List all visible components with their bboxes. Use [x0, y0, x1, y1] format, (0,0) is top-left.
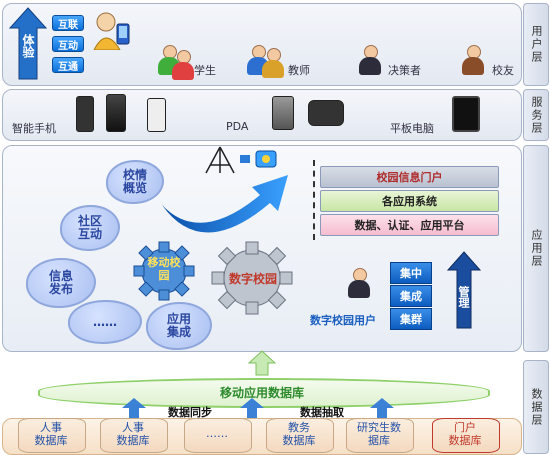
- manage-label: 管理: [457, 286, 470, 308]
- device-tablet-label: 平板电脑: [390, 122, 434, 135]
- cloud-app-integration-label: 应用集成: [166, 312, 191, 339]
- signal-tower-icon: [205, 146, 277, 174]
- cloud-info-publish: 信息发布: [26, 258, 96, 308]
- side-label-application: 应用层: [523, 145, 549, 352]
- database-ellipsis: ……: [184, 418, 252, 453]
- database-academic: 教务数据库: [266, 418, 334, 453]
- stack-data-platform: 数据、认证、应用平台: [320, 214, 499, 236]
- digital-campus-user-icon: [346, 268, 372, 298]
- mobile-app-database-label: 移动应用数据库: [219, 386, 304, 400]
- growth-arrow-icon: [162, 175, 288, 233]
- device-smartphone-label: 智能手机: [12, 122, 56, 135]
- intercommunicate-badge: 互通: [52, 57, 84, 73]
- student-icon-2: [170, 50, 196, 80]
- db-label-3a: ……: [206, 427, 228, 440]
- experience-arrow-icon: [8, 7, 48, 80]
- db-label-1a: 人事: [40, 421, 62, 434]
- pda-icon-2: [308, 100, 344, 126]
- decision-maker-icon: [357, 45, 383, 75]
- digital-campus-gear-label: 数字校园: [228, 272, 277, 286]
- divider-dashed: [313, 160, 315, 240]
- side-label-service: 服务层: [523, 89, 549, 141]
- db-label-6b: 数据库: [448, 434, 482, 447]
- database-hr-2: 人事数据库: [100, 418, 168, 453]
- pda-icon: [272, 96, 294, 130]
- side-label-user: 用户层: [523, 3, 549, 86]
- cloud-community-interaction: 社区互动: [60, 205, 120, 251]
- manage-arrow-icon: [446, 251, 482, 329]
- badge-cluster: 集群: [390, 308, 432, 330]
- database-portal: 门户数据库: [432, 418, 500, 453]
- interconnect-badge: 互联: [52, 15, 84, 31]
- side-label-data: 数据层: [523, 360, 549, 454]
- device-pda-label: PDA: [226, 120, 249, 133]
- role-teacher: 教师: [288, 64, 310, 77]
- cloud-campus-overview-label: 校情概览: [122, 168, 147, 195]
- db-label-1b: 数据库: [34, 434, 68, 447]
- db-label-4b: 数据库: [282, 434, 316, 447]
- teacher-icon-2: [260, 48, 286, 78]
- role-student: 学生: [194, 64, 216, 77]
- interact-badge: 互动: [52, 36, 84, 52]
- db-label-6a: 门户: [454, 421, 476, 434]
- digital-campus-gear-icon: [211, 241, 293, 315]
- mobile-campus-gear-icon: [133, 241, 195, 301]
- database-hr-1: 人事数据库: [18, 418, 86, 453]
- db-label-4a: 教务: [288, 421, 310, 434]
- database-graduate: 研究生数据库: [346, 418, 414, 453]
- cloud-community-interaction-label: 社区互动: [77, 214, 102, 241]
- sync-arrows-icon: [122, 398, 394, 420]
- cloud-app-integration: 应用集成: [146, 302, 212, 350]
- db-label-2a: 人事: [122, 421, 144, 434]
- data-sync-label: 数据同步: [168, 406, 212, 419]
- up-arrow-green-icon: [248, 350, 276, 376]
- cloud-info-publish-label: 信息发布: [48, 269, 73, 296]
- badge-concentrate: 集中: [390, 262, 432, 284]
- badge-integrate: 集成: [390, 285, 432, 307]
- data-extract-label: 数据抽取: [300, 406, 344, 419]
- mobile-campus-gear-label: 移动校园: [147, 256, 181, 282]
- smartphone-icon-2: [106, 94, 126, 132]
- db-label-5b: 据库: [368, 434, 390, 447]
- experience-label: 体验: [21, 34, 35, 58]
- stack-app-systems: 各应用系统: [320, 190, 499, 212]
- smartphone-icon: [76, 96, 94, 132]
- cloud-ellipsis: ……: [68, 300, 142, 344]
- mobile-app-database: [38, 378, 490, 408]
- digital-campus-user-label: 数字校园用户: [310, 314, 376, 327]
- alumni-icon: [460, 45, 486, 75]
- role-decision-maker: 决策者: [388, 64, 421, 77]
- role-alumni: 校友: [492, 64, 514, 77]
- db-label-5a: 研究生数: [357, 421, 401, 434]
- cloud-ellipsis-label: ……: [93, 314, 117, 329]
- tablet-icon: [452, 96, 480, 132]
- phone-user-icon: [93, 12, 130, 50]
- stack-campus-portal: 校园信息门户: [320, 166, 499, 188]
- cloud-campus-overview: 校情概览: [106, 160, 164, 204]
- smartphone-icon-3: [147, 98, 166, 132]
- db-label-2b: 数据库: [116, 434, 150, 447]
